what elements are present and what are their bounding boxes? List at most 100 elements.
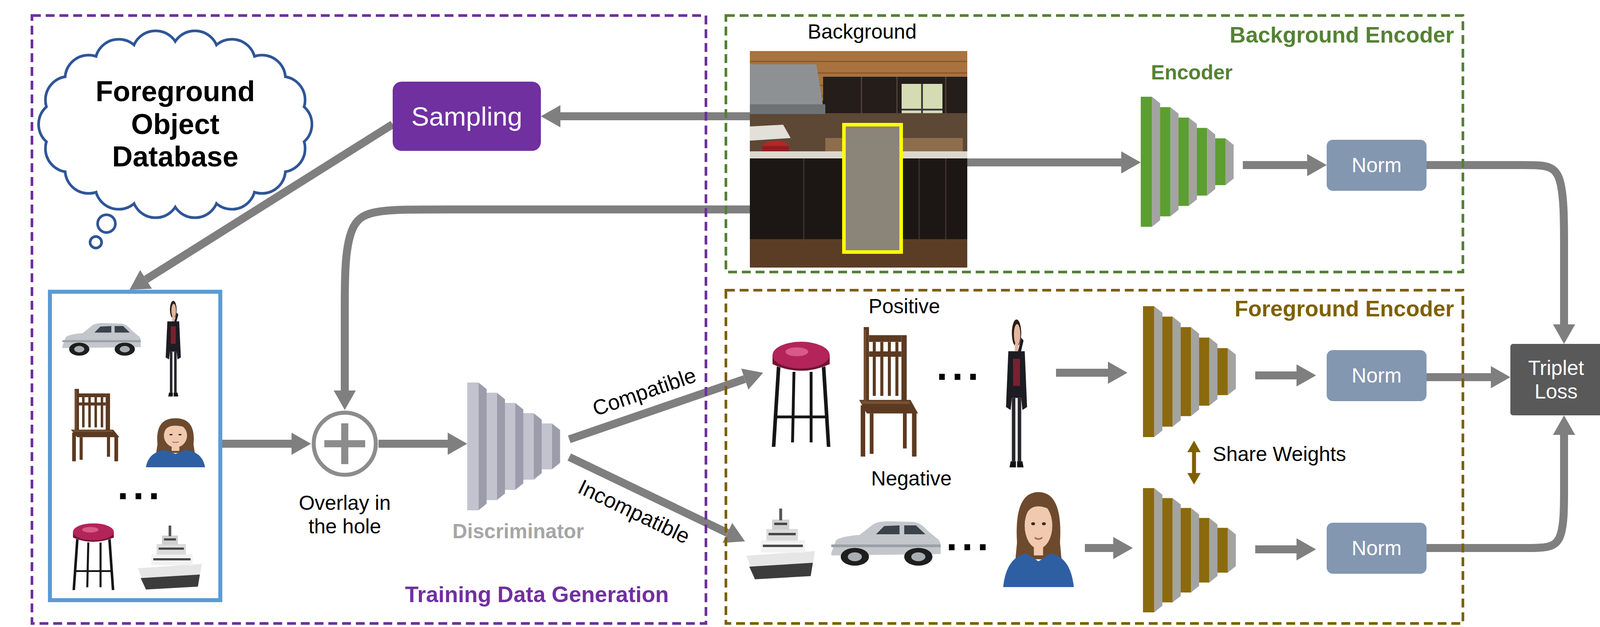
text-slot: Overlay in the hole	[284, 491, 405, 539]
illustration-part	[760, 539, 805, 553]
illustration-part	[114, 342, 135, 356]
edge-label: Compatible	[586, 362, 702, 422]
illustration-part	[1187, 440, 1201, 453]
illustration-part	[766, 528, 798, 541]
illustration-part	[133, 31, 178, 77]
illustration-part	[911, 552, 926, 562]
illustration-part	[859, 399, 919, 414]
illustration-part	[485, 392, 497, 501]
illustration-part	[809, 371, 813, 443]
illustration-part	[904, 547, 933, 566]
norm-box: Norm	[1326, 350, 1427, 402]
illustration-part	[1255, 545, 1297, 554]
illustration-part	[772, 341, 830, 369]
illustration-part	[82, 397, 85, 428]
illustration-part	[771, 341, 831, 447]
illustration-part	[1107, 361, 1128, 384]
illustration-part	[1140, 96, 1152, 227]
illustration-part	[69, 342, 90, 356]
illustration-part	[1003, 553, 1074, 588]
illustration-part	[1172, 316, 1181, 427]
illustration-part	[1177, 117, 1189, 206]
illustration-part	[1154, 306, 1163, 438]
illustration-part	[169, 433, 173, 436]
illustration-part	[145, 418, 205, 468]
illustration-part	[74, 345, 85, 353]
illustration-part	[1198, 337, 1210, 406]
text-slot: ...	[936, 351, 983, 382]
illustration-part	[70, 429, 120, 438]
illustration-part	[70, 388, 120, 462]
illustration-part	[1015, 492, 1062, 560]
illustration-part	[869, 334, 902, 342]
illustration-part	[821, 366, 831, 447]
illustration-part	[1209, 337, 1218, 406]
illustration-part	[168, 525, 172, 536]
illustration-part	[904, 525, 926, 535]
text-slot: Foreground Object Database	[77, 75, 273, 174]
node-shape	[724, 288, 1465, 625]
overlay-circle: Overlay in the hole	[311, 409, 379, 478]
box-label: Norm	[1351, 363, 1402, 388]
illustration-part	[94, 397, 98, 428]
illustration-part	[749, 124, 791, 141]
illustration-part	[165, 321, 181, 360]
illustration-part	[779, 508, 782, 521]
illustration-part	[163, 423, 186, 432]
process-box: Sampling	[392, 81, 541, 151]
illustration-part	[1158, 106, 1171, 217]
illustration-part	[156, 543, 186, 555]
illustration-part	[840, 547, 870, 566]
illustration-part	[100, 397, 104, 428]
flow-arrow	[1056, 361, 1128, 384]
edge-label-box: Compatible	[586, 362, 702, 422]
illustration-part	[901, 108, 943, 111]
illustration-part	[725, 290, 1463, 624]
illustration-part	[137, 563, 202, 590]
illustration-part	[1227, 347, 1236, 395]
illustration-part	[178, 433, 182, 436]
illustration-part	[1014, 343, 1019, 351]
database-cloud: Foreground Object Database	[39, 31, 311, 218]
illustration-part	[1296, 538, 1317, 561]
illustration-part	[762, 544, 803, 548]
encoder-stack	[1142, 488, 1236, 613]
illustration-part	[504, 402, 516, 490]
illustration-part	[72, 539, 115, 591]
illustration-part	[945, 158, 947, 240]
illustration-part	[1009, 461, 1024, 468]
illustration-part	[79, 437, 83, 460]
illustration-part	[161, 535, 178, 545]
image-group: Positive...	[763, 319, 1048, 471]
illustration-part	[168, 392, 179, 397]
node-shape	[763, 319, 1048, 471]
illustration-part	[172, 441, 179, 443]
illustration-part	[1033, 545, 1044, 556]
encoder-net: Encoder	[1140, 96, 1243, 227]
illustration-part	[1024, 501, 1051, 518]
illustration-part	[86, 542, 90, 588]
illustration-part	[1005, 350, 1028, 410]
norm-box: Norm	[1326, 139, 1427, 191]
node-label: Negative	[870, 466, 952, 491]
illustration-part	[749, 60, 968, 63]
illustration-part	[78, 393, 106, 398]
illustration-part	[860, 405, 866, 457]
illustration-part	[108, 539, 115, 591]
node-label: Training Data Generation	[405, 582, 670, 608]
illustration-part	[918, 158, 920, 240]
illustration-part	[114, 326, 130, 333]
illustration-part	[153, 538, 191, 561]
illustration-part	[762, 140, 789, 152]
illustration-part	[74, 570, 112, 572]
illustration-part	[880, 342, 884, 397]
illustration-part	[1034, 537, 1043, 540]
edge-label: Incompatible	[571, 473, 697, 551]
illustration-part	[1013, 323, 1021, 346]
illustration-part	[1190, 327, 1199, 417]
node-shape	[1140, 96, 1243, 227]
illustration-part	[901, 334, 907, 406]
illustration-part	[1209, 517, 1218, 583]
illustration-part	[1017, 337, 1024, 356]
encoder-stack	[1142, 306, 1236, 438]
